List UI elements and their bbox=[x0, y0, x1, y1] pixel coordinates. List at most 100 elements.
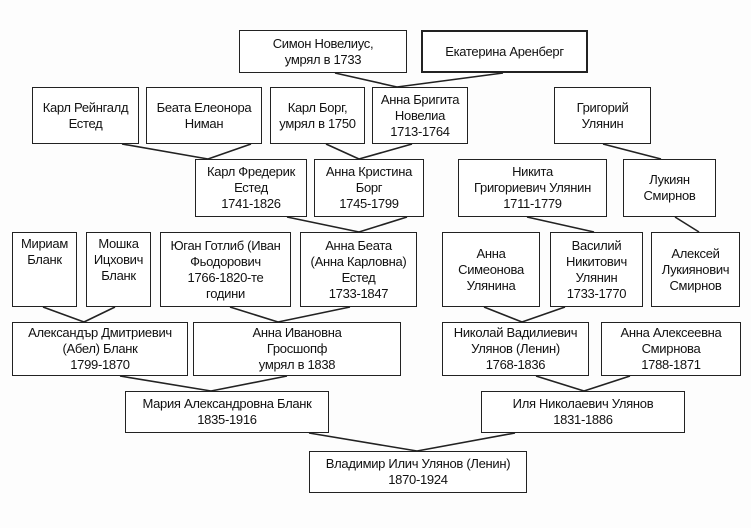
person-text-line: Улянов (Ленин) bbox=[471, 341, 560, 356]
person-vladimir: Владимир Илич Улянов (Ленин)1870-1924 bbox=[309, 451, 527, 493]
connector bbox=[358, 216, 408, 233]
person-text-line: 1835-1916 bbox=[197, 412, 257, 427]
person-text-line: Естед bbox=[234, 180, 268, 195]
person-ekaterina: Екатерина Аренберг bbox=[421, 30, 588, 73]
person-text-line: Смирнов bbox=[643, 188, 696, 203]
person-text-line: Гросшопф bbox=[266, 341, 328, 356]
person-text-line: Новелиа bbox=[394, 107, 446, 123]
person-text-line: умрял в 1733 bbox=[284, 51, 362, 67]
person-text-line: Бланк bbox=[101, 268, 136, 283]
person-text-line: Естед bbox=[68, 115, 103, 131]
connector bbox=[308, 432, 418, 452]
connector bbox=[207, 143, 252, 160]
connector bbox=[583, 375, 631, 392]
connector bbox=[229, 306, 279, 323]
person-text-line: Мошка bbox=[98, 236, 139, 251]
person-text-line: 1711-1779 bbox=[503, 196, 562, 211]
connector bbox=[277, 306, 351, 323]
person-text-line: Юган Готлиб (Иван bbox=[170, 237, 281, 253]
person-text-line: 1766-1820-те bbox=[187, 269, 264, 285]
person-text-line: Карл Рейнгалд bbox=[42, 99, 129, 115]
connector bbox=[286, 216, 360, 233]
person-text-line: Мириам bbox=[21, 236, 68, 251]
person-text-line: Улянин bbox=[581, 115, 624, 131]
connector bbox=[119, 375, 212, 392]
person-text-line: Улянина bbox=[466, 277, 516, 293]
person-text-line: Анна Беата bbox=[325, 237, 392, 253]
person-text-line: Григориевич Улянин bbox=[474, 180, 591, 195]
connector bbox=[210, 375, 288, 392]
person-text-line: Никита bbox=[512, 164, 553, 179]
person-text-line: 1799-1870 bbox=[70, 357, 130, 372]
person-text-line: 1733-1770 bbox=[566, 285, 627, 301]
person-text-line: Беата Елеонора bbox=[156, 99, 252, 115]
connector bbox=[396, 72, 504, 88]
connector bbox=[42, 306, 85, 323]
person-text-line: Ниман bbox=[184, 115, 224, 131]
person-text-line: Анна Кристина bbox=[325, 164, 413, 179]
person-text-line: Григорий bbox=[576, 99, 629, 115]
person-simon: Симон Новелиус,умрял в 1733 bbox=[239, 30, 407, 73]
person-text-line: 1741-1826 bbox=[221, 196, 281, 211]
person-text-line: Бланк bbox=[27, 252, 62, 267]
connector bbox=[334, 72, 398, 88]
person-text-line: Естед bbox=[341, 269, 376, 285]
person-text-line: (Анна Карловна) bbox=[310, 253, 407, 269]
connector bbox=[121, 143, 209, 160]
person-text-line: Улянин bbox=[575, 269, 618, 285]
person-text-line: Лукиян bbox=[649, 172, 690, 187]
person-text-line: 1768-1836 bbox=[485, 357, 546, 372]
person-text-line: Николай Вадилиевич bbox=[453, 325, 578, 340]
person-text-line: 1713-1764 bbox=[390, 123, 450, 139]
person-text-line: 1870-1924 bbox=[388, 472, 448, 487]
person-text-line: 1788-1871 bbox=[641, 357, 701, 372]
person-text-line: Смирнова bbox=[641, 341, 701, 356]
person-text-line: 1831-1886 bbox=[553, 412, 613, 427]
connector bbox=[325, 143, 360, 160]
person-text-line: Борг bbox=[355, 180, 383, 195]
person-text-line: 1733-1847 bbox=[328, 285, 389, 301]
person-text-line: години bbox=[206, 285, 245, 301]
person-text-line: Василий bbox=[571, 237, 622, 253]
person-text-line: 1745-1799 bbox=[339, 196, 399, 211]
connector bbox=[602, 143, 662, 160]
person-text-line: Ицхович bbox=[93, 252, 144, 267]
connector bbox=[521, 306, 566, 323]
person-text-line: Никитович bbox=[566, 253, 627, 269]
person-text-line: Екатерина Аренберг bbox=[445, 43, 564, 59]
person-text-line: Анна bbox=[476, 245, 506, 261]
person-text-line: Мария Александровна Бланк bbox=[142, 396, 312, 411]
person-text-line: умрял в 1750 bbox=[279, 115, 356, 131]
connector bbox=[83, 306, 116, 323]
person-text-line: Карл Фредерик bbox=[207, 164, 295, 179]
person-text-line: Анна Ивановна bbox=[252, 325, 342, 340]
connector bbox=[358, 143, 413, 160]
person-text-line: Лукиянович bbox=[661, 261, 730, 277]
connector bbox=[674, 216, 700, 233]
person-text-line: умрял в 1838 bbox=[258, 357, 336, 372]
connector bbox=[416, 432, 516, 452]
person-text-line: Александър Дмитриевич bbox=[28, 325, 172, 340]
connector bbox=[526, 216, 595, 233]
person-text-line: Фьодорович bbox=[190, 253, 261, 269]
